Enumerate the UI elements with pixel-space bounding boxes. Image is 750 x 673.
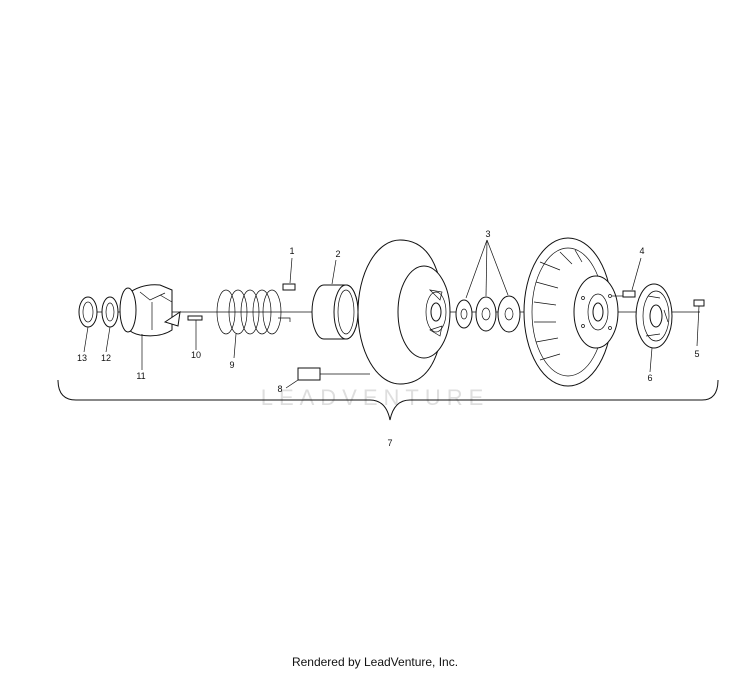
callout-8: 8 xyxy=(277,384,282,394)
part-8-bushing xyxy=(285,367,370,389)
part-sheave-disc xyxy=(357,239,451,385)
part-10-pin xyxy=(187,315,203,321)
part-12-washer xyxy=(101,296,119,328)
callout-10: 10 xyxy=(191,350,201,360)
leader-lines xyxy=(83,320,653,373)
part-6-cover xyxy=(635,283,673,349)
part-3-washers xyxy=(455,239,521,333)
footer-credit: Rendered by LeadVenture, Inc. xyxy=(291,655,459,669)
part-2-sleeve xyxy=(311,259,359,340)
callout-4: 4 xyxy=(639,246,644,256)
part-9-spring xyxy=(216,289,291,335)
part-11-cam xyxy=(119,284,181,337)
part-fixed-sheave xyxy=(523,237,625,387)
callout-2: 2 xyxy=(335,249,340,259)
callout-6: 6 xyxy=(647,373,652,383)
callout-9: 9 xyxy=(229,360,234,370)
callout-11: 11 xyxy=(136,371,145,381)
callout-3: 3 xyxy=(485,229,490,239)
part-4-screw xyxy=(622,257,642,298)
callout-5: 5 xyxy=(694,349,699,359)
part-13-snap-ring xyxy=(78,296,98,328)
part-1-screw xyxy=(282,257,296,291)
callout-7: 7 xyxy=(387,438,392,448)
assembly-bracket xyxy=(57,379,719,421)
watermark-text: LEADVENTURE xyxy=(261,385,490,410)
callout-13: 13 xyxy=(77,353,87,363)
callout-1: 1 xyxy=(289,246,294,256)
callout-12: 12 xyxy=(101,353,111,363)
part-5-bolt xyxy=(693,299,705,347)
